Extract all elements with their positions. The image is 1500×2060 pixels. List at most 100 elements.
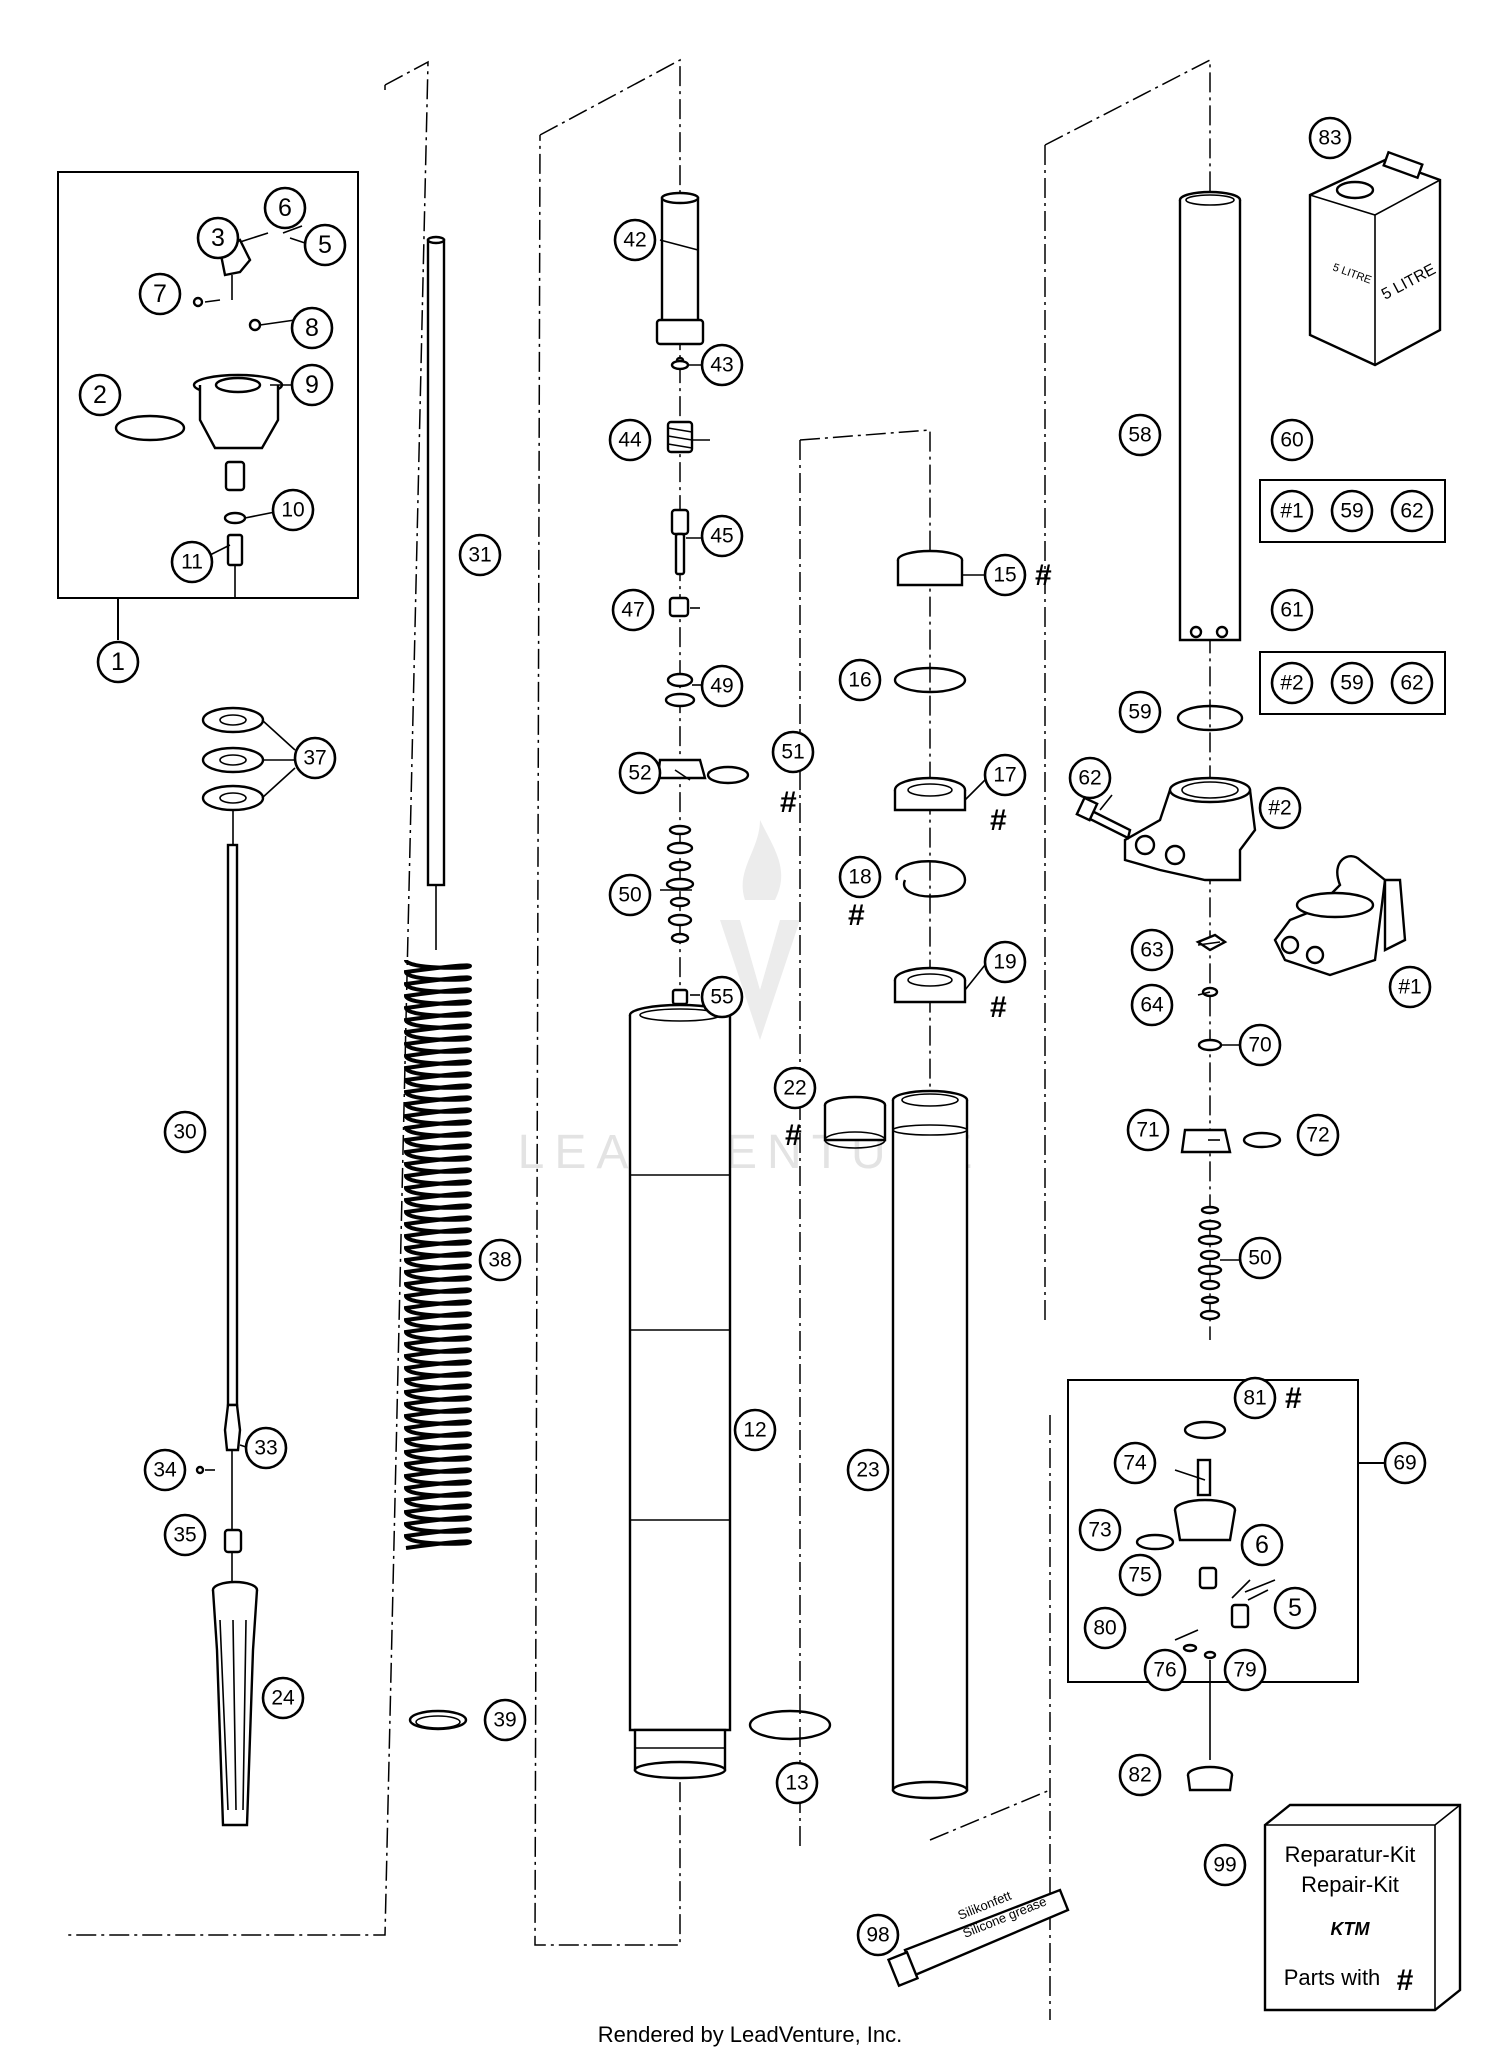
svg-text:5: 5 (1288, 1594, 1302, 1622)
seal-82 (1186, 1765, 1234, 1792)
callout-6a: 6 (263, 186, 307, 230)
callout-43: 43 (700, 343, 744, 387)
oil-can-83: 5 LITRE 5 LITRE (1308, 150, 1442, 367)
svg-text:#: # (780, 786, 797, 819)
kit61-item-62: 62 (1390, 661, 1434, 705)
spring-rod-31 (426, 235, 446, 950)
callout-7: 7 (138, 272, 182, 316)
svg-text:55: 55 (710, 986, 733, 1009)
svg-text:30: 30 (173, 1121, 196, 1144)
svg-text:79: 79 (1233, 1659, 1256, 1682)
svg-text:81: 81 (1243, 1387, 1266, 1410)
callout-55: 55 (700, 975, 744, 1019)
callout-99: 99 (1203, 1843, 1247, 1887)
svg-text:42: 42 (623, 229, 646, 252)
svg-text:13: 13 (785, 1772, 808, 1795)
callout-69: 69 (1383, 1441, 1427, 1485)
callout-3: 3 (196, 216, 240, 260)
callout-12: 12 (733, 1408, 777, 1452)
svg-text:73: 73 (1088, 1519, 1111, 1542)
bushing-22 (823, 1095, 887, 1149)
callout-38: 38 (478, 1238, 522, 1282)
callout-2: 2 (78, 373, 122, 417)
svg-text:52: 52 (628, 762, 651, 785)
svg-text:#: # (848, 899, 865, 932)
callout-98: 98 (856, 1913, 900, 1957)
shim-stack-37 (201, 706, 265, 845)
callout-60: 60 (1270, 418, 1314, 462)
svg-text:5: 5 (318, 231, 332, 259)
svg-text:51: 51 (781, 741, 804, 764)
callout-51: 51 (771, 730, 815, 774)
callout-47: 47 (611, 588, 655, 632)
callout-16: 16 (838, 658, 882, 702)
callout-72: 72 (1296, 1113, 1340, 1157)
svg-text:62: 62 (1078, 767, 1101, 790)
callout-81: 81 (1233, 1376, 1277, 1420)
svg-text:82: 82 (1128, 1764, 1151, 1787)
callout-37: 37 (293, 736, 337, 780)
callout-39: 39 (483, 1698, 527, 1742)
seal-parts (893, 549, 967, 1004)
footer-credit: Rendered by LeadVenture, Inc. (597, 2022, 903, 2047)
svg-text:63: 63 (1140, 939, 1163, 962)
axle-clamp-2 (1075, 776, 1257, 882)
svg-text:49: 49 (710, 675, 733, 698)
callout-50a: 50 (608, 873, 652, 917)
svg-text:50: 50 (618, 884, 641, 907)
grease-tube-98: Silikonfett Silicone grease (886, 1888, 1070, 1988)
callout-82: 82 (1118, 1753, 1162, 1797)
svg-text:59: 59 (1340, 500, 1363, 523)
svg-text:64: 64 (1140, 994, 1164, 1017)
svg-text:59: 59 (1128, 701, 1151, 724)
svg-text:34: 34 (153, 1459, 177, 1482)
svg-text:44: 44 (618, 429, 642, 452)
svg-text:31: 31 (468, 544, 491, 567)
svg-text:10: 10 (281, 499, 304, 522)
svg-text:72: 72 (1306, 1124, 1329, 1147)
svg-text:8: 8 (305, 314, 319, 342)
callout-10: 10 (271, 488, 315, 532)
svg-text:33: 33 (254, 1437, 277, 1460)
svg-text:6: 6 (278, 194, 292, 222)
svg-text:#1: #1 (1398, 976, 1421, 999)
callout-74: 74 (1113, 1441, 1157, 1485)
callout-59: 59 (1118, 690, 1162, 734)
svg-text:37: 37 (303, 747, 326, 770)
repair-kit-99: Reparatur-Kit Repair-Kit KTM Parts with … (1263, 1803, 1462, 2012)
callout-71: 71 (1126, 1108, 1170, 1152)
outer-tube-12 (628, 1003, 732, 1780)
callout-13: 13 (775, 1761, 819, 1805)
svg-text:6: 6 (1255, 1531, 1269, 1559)
callout-50b: 50 (1238, 1236, 1282, 1280)
svg-text:2: 2 (93, 381, 107, 409)
svg-text:74: 74 (1123, 1452, 1147, 1475)
callout-8: 8 (290, 306, 334, 350)
svg-text:#: # (990, 991, 1007, 1024)
callout-23: 23 (846, 1448, 890, 1492)
spring-38 (403, 958, 473, 1731)
callout-clamp-1: #1 (1388, 965, 1432, 1009)
callout-5b: 5 (1273, 1586, 1317, 1630)
callout-19: 19 (983, 940, 1027, 984)
inner-tube-23 (891, 1089, 969, 1800)
svg-text:#: # (785, 1119, 802, 1152)
callout-61: 61 (1270, 588, 1314, 632)
callout-79: 79 (1223, 1648, 1267, 1692)
callout-9: 9 (290, 363, 334, 407)
svg-text:7: 7 (153, 280, 167, 308)
axle-clamp-1 (1273, 854, 1407, 977)
svg-text:38: 38 (488, 1249, 511, 1272)
svg-text:#: # (1285, 1382, 1302, 1415)
svg-text:#2: #2 (1280, 672, 1303, 695)
svg-text:#: # (1035, 559, 1052, 592)
callout-44: 44 (608, 418, 652, 462)
svg-text:80: 80 (1093, 1617, 1116, 1640)
tube-58 (1178, 190, 1242, 642)
o-ring-13 (748, 1709, 832, 1741)
svg-text:43: 43 (710, 354, 733, 377)
base-valve-parts (1135, 1420, 1276, 1760)
callout-6b: 6 (1240, 1523, 1284, 1567)
kit-box-61 (1259, 651, 1446, 715)
callout-52: 52 (618, 751, 662, 795)
